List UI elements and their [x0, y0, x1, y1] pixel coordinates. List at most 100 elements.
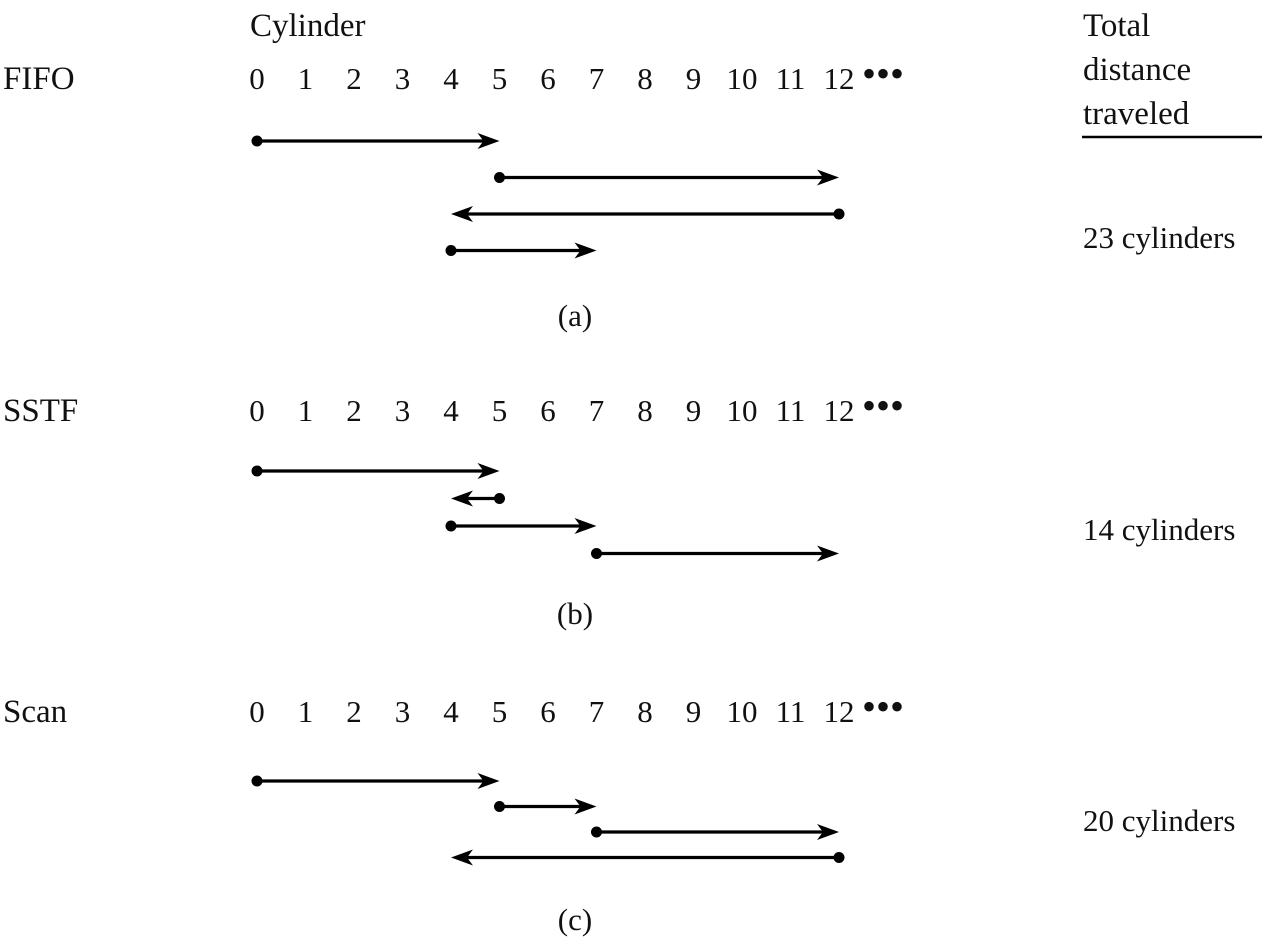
cylinder-tick-5-scan: 5 — [492, 694, 508, 729]
cylinder-tick-10-fifo: 10 — [727, 61, 758, 96]
cylinder-tick-4-sstf: 4 — [443, 393, 459, 428]
head-move-sstf-2 — [451, 490, 505, 507]
arrow-head — [817, 824, 839, 840]
head-move-sstf-3 — [445, 518, 597, 534]
cylinder-tick-2-scan: 2 — [346, 694, 362, 729]
cylinder-tick-6-fifo: 6 — [540, 61, 556, 96]
cylinder-tick-0-scan: 0 — [249, 694, 265, 729]
head-move-fifo-1 — [251, 133, 500, 149]
cylinder-tick-6-scan: 6 — [540, 694, 556, 729]
arrow-head — [817, 545, 839, 562]
arrow-head — [477, 133, 500, 149]
arrow-head — [574, 518, 597, 534]
head-move-fifo-2 — [494, 169, 839, 186]
total-sstf: 14 cylinders — [1083, 512, 1235, 547]
start-dot — [494, 172, 505, 183]
cylinder-tick-8-scan: 8 — [637, 694, 653, 729]
arrow-head — [574, 798, 597, 815]
head-move-scan-2 — [494, 798, 597, 815]
cylinder-tick-5-sstf: 5 — [492, 393, 508, 428]
cylinder-tick-1-sstf: 1 — [298, 393, 314, 428]
algorithm-label-sstf: SSTF — [3, 393, 78, 429]
arrow-head — [451, 206, 473, 222]
head-move-scan-4 — [451, 849, 845, 866]
cylinder-tick-7-fifo: 7 — [589, 61, 605, 96]
start-dot — [251, 775, 263, 787]
start-dot — [445, 520, 457, 532]
caption-c: (c) — [558, 902, 592, 937]
head-move-scan-3 — [591, 824, 839, 840]
cylinder-tick-10-scan: 10 — [727, 694, 758, 729]
arrow-head — [574, 242, 597, 259]
start-dot — [251, 135, 263, 147]
ellipsis-scan: ••• — [862, 684, 904, 729]
arrow-head — [817, 169, 839, 186]
head-move-fifo-4 — [445, 242, 597, 259]
cylinder-tick-11-sstf: 11 — [776, 393, 806, 428]
head-move-fifo-3 — [451, 206, 845, 222]
cylinder-tick-3-fifo: 3 — [395, 61, 411, 96]
total-header-line-3: traveled — [1083, 96, 1190, 132]
cylinder-tick-6-sstf: 6 — [540, 393, 556, 428]
start-dot — [251, 465, 263, 477]
total-header-line-2: distance — [1083, 52, 1191, 88]
cylinder-tick-5-fifo: 5 — [492, 61, 508, 96]
cylinder-tick-7-scan: 7 — [589, 694, 605, 729]
start-dot — [833, 208, 845, 220]
cylinder-tick-3-sstf: 3 — [395, 393, 411, 428]
cylinder-tick-12-scan: 12 — [824, 694, 855, 729]
cylinder-tick-2-sstf: 2 — [346, 393, 362, 428]
cylinder-tick-4-scan: 4 — [443, 694, 459, 729]
cylinder-tick-9-sstf: 9 — [686, 393, 702, 428]
start-dot — [591, 548, 602, 559]
cylinder-tick-0-sstf: 0 — [249, 393, 265, 428]
cylinder-tick-9-fifo: 9 — [686, 61, 702, 96]
cylinder-tick-2-fifo: 2 — [346, 61, 362, 96]
cylinder-tick-8-sstf: 8 — [637, 393, 653, 428]
caption-a: (a) — [558, 298, 592, 333]
head-movements-scan — [251, 773, 845, 866]
cylinder-tick-7-sstf: 7 — [589, 393, 605, 428]
cylinder-tick-1-fifo: 1 — [298, 61, 314, 96]
cylinder-tick-4-fifo: 4 — [443, 61, 459, 96]
arrow-head — [451, 490, 473, 507]
ellipsis-fifo: ••• — [862, 51, 904, 96]
start-dot — [494, 801, 505, 812]
total-distance-header: Total distance traveled — [1082, 8, 1262, 139]
algorithm-label-fifo: FIFO — [3, 61, 75, 97]
head-movements-fifo — [251, 133, 845, 259]
head-move-sstf-4 — [591, 545, 839, 562]
cylinder-header: Cylinder — [250, 8, 365, 44]
cylinder-tick-11-scan: 11 — [776, 694, 806, 729]
head-movements-sstf — [251, 463, 839, 562]
start-dot — [591, 826, 602, 838]
start-dot — [494, 493, 505, 504]
cylinder-tick-12-fifo: 12 — [824, 61, 855, 96]
cylinder-tick-10-sstf: 10 — [727, 393, 758, 428]
total-scan: 20 cylinders — [1083, 803, 1235, 838]
algorithm-label-scan: Scan — [3, 694, 67, 730]
arrow-head — [477, 773, 500, 789]
cylinder-tick-1-scan: 1 — [298, 694, 314, 729]
ellipsis-sstf: ••• — [862, 383, 904, 428]
cylinder-tick-0-fifo: 0 — [249, 61, 265, 96]
total-fifo: 23 cylinders — [1083, 220, 1235, 255]
start-dot — [833, 852, 845, 863]
start-dot — [445, 245, 457, 256]
cylinder-tick-8-fifo: 8 — [637, 61, 653, 96]
caption-b: (b) — [557, 596, 593, 631]
cylinder-tick-11-fifo: 11 — [776, 61, 806, 96]
cylinder-tick-12-sstf: 12 — [824, 393, 855, 428]
cylinder-tick-3-scan: 3 — [395, 694, 411, 729]
total-header-line-1: Total — [1083, 8, 1150, 44]
head-move-sstf-1 — [251, 463, 500, 479]
arrow-head — [477, 463, 500, 479]
head-move-scan-1 — [251, 773, 500, 789]
